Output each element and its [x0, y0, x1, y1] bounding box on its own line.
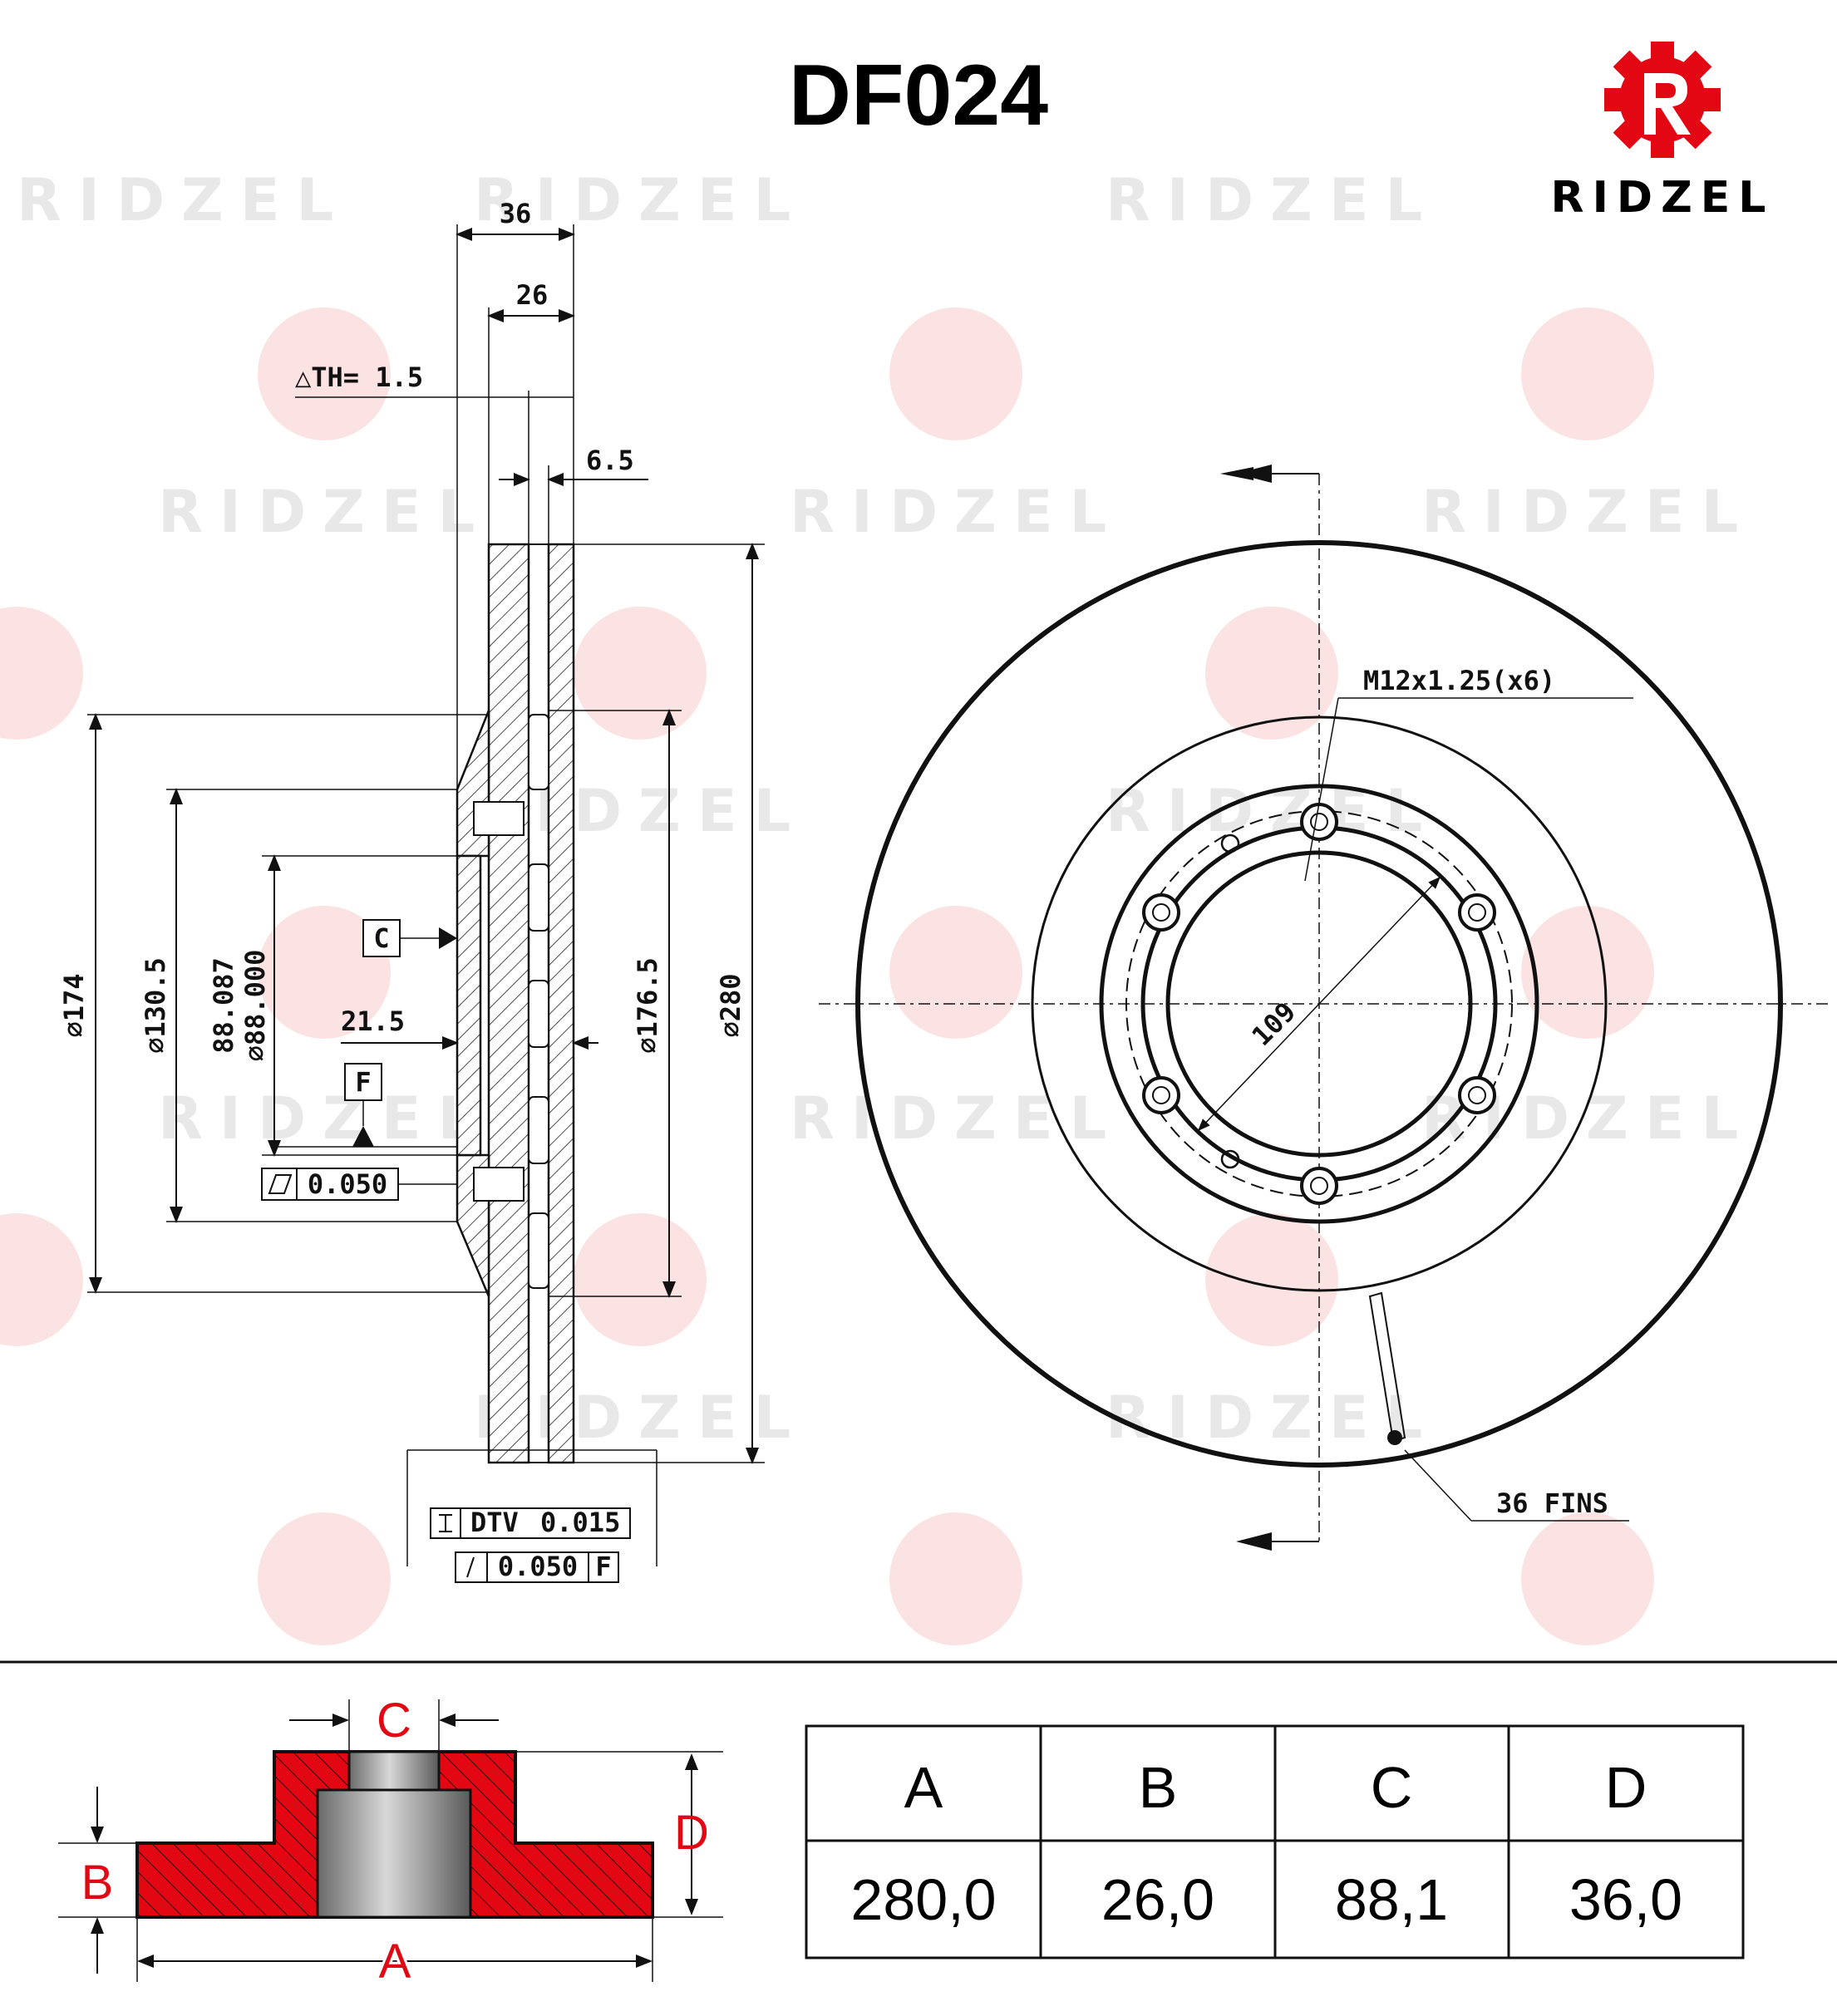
flatness-frame: 0.050	[261, 1168, 457, 1201]
dim-overall-width: 36	[500, 198, 532, 229]
dim-bore-min: ⌀88.000	[239, 950, 271, 1062]
schematic-label-b: B	[81, 1856, 114, 1910]
dim-disc-thickness: 26	[516, 279, 549, 311]
datum-f-label: F	[355, 1066, 371, 1098]
watermark-layer: RIDZEL RIDZEL RIDZEL RIDZEL RIDZEL RIDZE…	[0, 166, 1755, 1645]
schematic-label-a: A	[379, 1935, 411, 1989]
table-value-a: 280,0	[850, 1867, 996, 1932]
datum-c-box	[362, 919, 401, 957]
watermark-text: RIDZEL	[158, 478, 491, 546]
watermark-text: RIDZEL	[1106, 166, 1439, 234]
runout-frame: 0.050 F	[455, 1551, 619, 1583]
datum-c-label: C	[373, 922, 389, 954]
table-header-d: D	[1605, 1755, 1647, 1820]
table-header-a: A	[904, 1755, 943, 1820]
dtv-frame: DTV 0.015	[430, 1507, 631, 1539]
dim-bore-max: 88.087	[208, 957, 239, 1054]
brand-logo: RIDZEL	[1551, 42, 1775, 223]
dtv-label: DTV	[470, 1507, 519, 1538]
watermark-gear-icons	[0, 307, 1654, 1645]
dim-dia-176: ⌀176.5	[632, 957, 663, 1054]
watermark-text: RIDZEL	[474, 166, 807, 234]
gear-r-icon	[1604, 42, 1721, 158]
watermark-text: RIDZEL	[790, 478, 1123, 546]
spec-table: A B C D 280,0 26,0 88,1 36,0	[805, 1724, 1745, 1959]
table-header-c: C	[1371, 1755, 1413, 1820]
part-number-title: DF024	[789, 47, 1048, 144]
stud-callout: M12x1.25(x6)	[1363, 665, 1555, 696]
schematic-label-d: D	[674, 1806, 709, 1860]
dim-dia-280: ⌀280	[715, 973, 746, 1037]
watermark-text: RIDZEL	[790, 1084, 1123, 1153]
runout-value: 0.050	[498, 1551, 578, 1582]
runout-icon	[466, 1556, 475, 1578]
dim-th-tolerance: △TH= 1.5	[295, 361, 423, 393]
watermark-text: RIDZEL	[1106, 1384, 1439, 1452]
watermark-text: RIDZEL	[1421, 478, 1755, 546]
watermark-text: RIDZEL	[17, 166, 350, 234]
watermark-text: RIDZEL	[158, 1084, 491, 1153]
runout-datum: F	[595, 1551, 611, 1582]
dim-dia-130: ⌀130.5	[140, 957, 171, 1054]
flatness-value: 0.050	[308, 1168, 387, 1200]
table-value-b: 26,0	[1101, 1867, 1214, 1932]
table-value-d: 36,0	[1569, 1867, 1682, 1932]
section-view: 36 26 △TH= 1.5 6.5 ⌀280 ⌀176.5 ⌀174 ⌀130…	[58, 198, 765, 1583]
datum-f-box	[344, 1063, 382, 1101]
fins-callout: 36 FINS	[1496, 1487, 1608, 1519]
dimension-schematic: C D B A	[58, 1694, 723, 1991]
dim-vane-gap: 6.5	[586, 445, 634, 476]
brand-name: RIDZEL	[1551, 173, 1775, 223]
flatness-icon	[268, 1174, 293, 1194]
table-header-b: B	[1139, 1755, 1178, 1820]
dim-dia-174: ⌀174	[58, 973, 90, 1037]
dtv-value: 0.015	[540, 1507, 620, 1538]
dim-hat-depth: 21.5	[341, 1006, 405, 1037]
dtv-icon	[439, 1514, 452, 1532]
schematic-label-c: C	[377, 1694, 411, 1748]
table-value-c: 88,1	[1335, 1867, 1448, 1932]
